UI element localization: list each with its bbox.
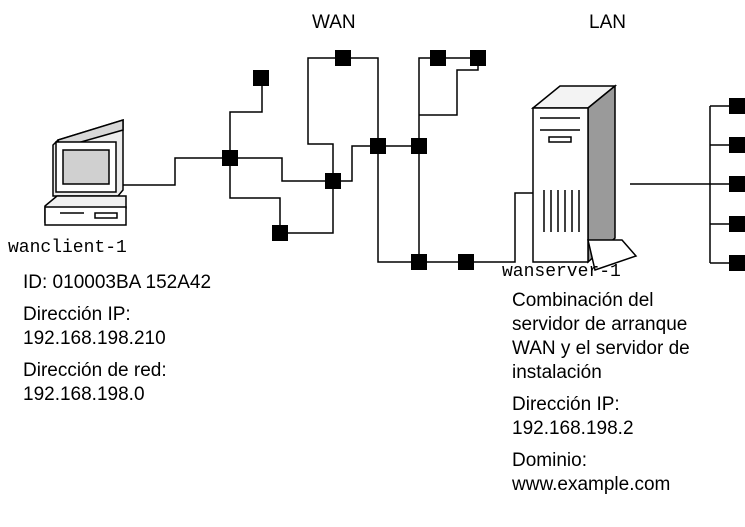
lan-node xyxy=(729,255,745,271)
client-network-value: 192.168.198.0 xyxy=(23,384,145,405)
link-node-6-node-7 xyxy=(419,57,479,116)
wan-router-node xyxy=(222,150,238,166)
server-hostname: wanserver-1 xyxy=(502,262,621,282)
link-node-8-server xyxy=(466,192,533,263)
server-role-line: instalación xyxy=(512,362,602,383)
wan-router-node xyxy=(411,138,427,154)
link-router-d-node-6 xyxy=(418,57,438,146)
server-domain-value: www.example.com xyxy=(512,474,671,495)
wan-node xyxy=(458,254,474,270)
server-role-line: WAN y el servidor de xyxy=(512,338,690,359)
client-computer-icon xyxy=(44,118,127,226)
client-id: ID: 010003BA 152A42 xyxy=(23,272,212,293)
server-role-line: servidor de arranque xyxy=(512,314,688,335)
server-tower-icon xyxy=(530,84,638,271)
wan-node xyxy=(272,225,288,241)
wan-router-node xyxy=(325,173,341,189)
link-client-wan xyxy=(123,157,230,186)
lan-label: LAN xyxy=(589,12,626,33)
lan-node xyxy=(729,216,745,232)
server-domain-label: Dominio: xyxy=(512,450,587,471)
server-ip-value: 192.168.198.2 xyxy=(512,418,634,439)
client-network-label: Dirección de red: xyxy=(23,360,167,381)
link-router-b-node-2 xyxy=(280,181,334,234)
network-nodes xyxy=(222,50,745,271)
link-router-a-node-1 xyxy=(229,78,263,158)
client-ip-label: Dirección IP: xyxy=(23,304,131,325)
client-details: ID: 010003BA 152A42 Dirección IP: 192.16… xyxy=(23,271,211,407)
server-details: Combinación del servidor de arranque WAN… xyxy=(512,289,690,497)
lan-node xyxy=(729,176,745,192)
wan-node xyxy=(253,70,269,86)
wan-node xyxy=(335,50,351,66)
server-ip-label: Dirección IP: xyxy=(512,394,620,415)
wan-node xyxy=(470,50,486,66)
link-router-b-router-c xyxy=(333,145,378,182)
wan-node xyxy=(411,254,427,270)
network-links xyxy=(123,57,736,264)
lan-node xyxy=(729,98,745,114)
server-role-line: Combinación del xyxy=(512,290,654,311)
client-hostname: wanclient-1 xyxy=(8,238,127,258)
wan-router-node xyxy=(370,138,386,154)
wan-label: WAN xyxy=(312,12,356,33)
link-node-3-router-c xyxy=(343,57,379,146)
wan-node xyxy=(430,50,446,66)
lan-node xyxy=(729,137,745,153)
link-router-c-node-5 xyxy=(377,146,419,263)
link-router-a-node-2 xyxy=(229,158,281,233)
link-router-a-router-b xyxy=(230,157,333,182)
client-ip-value: 192.168.198.210 xyxy=(23,328,166,349)
link-router-b-node-3 xyxy=(307,57,343,181)
